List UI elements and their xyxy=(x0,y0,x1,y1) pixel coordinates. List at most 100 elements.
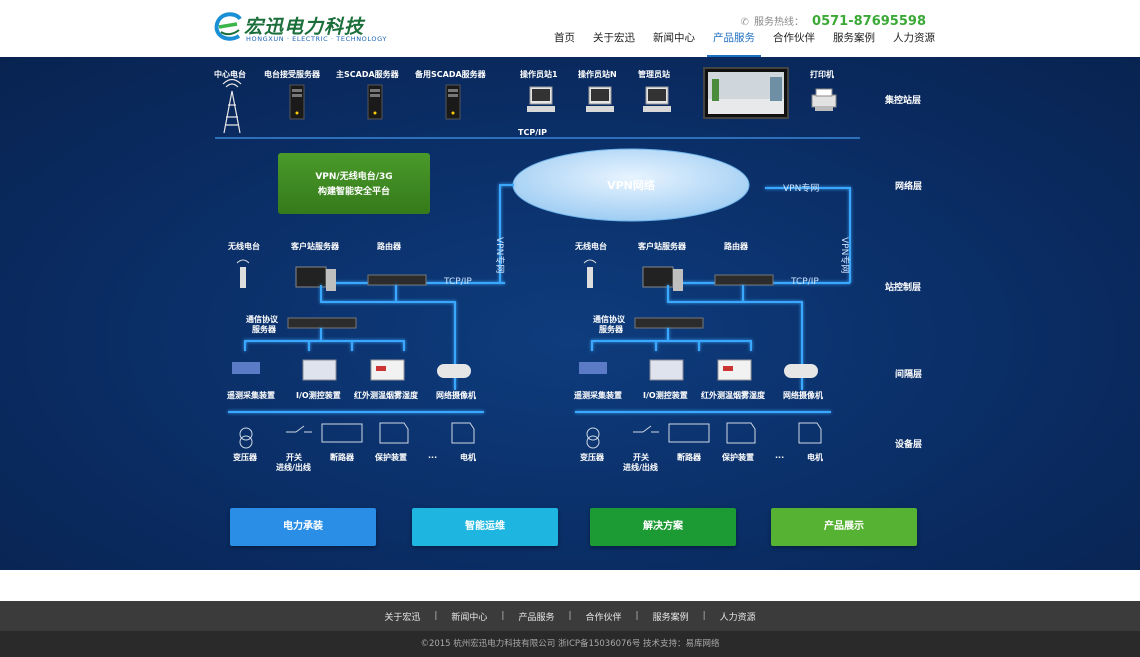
label-printer: 打印机 xyxy=(810,69,834,79)
label-protocol-server-2: 服务器 xyxy=(252,324,277,334)
label-station-tcpip: TCP/IP xyxy=(443,277,472,287)
label-breaker: 断路器 xyxy=(677,452,702,462)
platform-line2: 构建智能安全平台 xyxy=(318,185,390,197)
vpn-label-right: VPN专网 xyxy=(783,182,819,194)
nav-item-products[interactable]: 产品服务 xyxy=(707,30,761,57)
label-protocol-server-2: 服务器 xyxy=(599,324,624,334)
label-protocol-server-1: 通信协议 xyxy=(246,314,279,324)
control-room-photo xyxy=(703,67,789,119)
bay-devices xyxy=(579,359,818,381)
label-protection: 保护装置 xyxy=(721,452,754,462)
vpn-label-right-vertical: VPN专网 xyxy=(839,237,851,273)
label-client-server: 客户站服务器 xyxy=(290,241,340,251)
label-motor: 电机 xyxy=(460,452,476,462)
label-infrared: 红外测温烟雾湿度 xyxy=(701,390,766,400)
label-operator-n: 操作员站N xyxy=(578,69,617,79)
label-backup-scada: 备用SCADA服务器 xyxy=(414,69,487,79)
label-radio-server: 电台接受服务器 xyxy=(264,69,321,79)
footer-link-news[interactable]: 新闻中心 xyxy=(451,612,488,623)
platform-box xyxy=(278,153,430,214)
server-icon xyxy=(367,84,383,120)
workstation-icon xyxy=(586,86,614,112)
footer-link-hr[interactable]: 人力资源 xyxy=(719,612,756,623)
radio-tower-icon xyxy=(222,78,242,134)
nav-item-about[interactable]: 关于宏迅 xyxy=(593,32,635,44)
label-ellipsis: ··· xyxy=(428,453,437,462)
label-telemetry: 遥测采集装置 xyxy=(574,390,622,400)
label-top-tcpip: TCP/IP xyxy=(518,128,547,137)
label-protection: 保护装置 xyxy=(374,452,407,462)
layer-label-bay: 间隔层 xyxy=(895,368,922,380)
label-client-server: 客户站服务器 xyxy=(637,241,687,251)
nav-item-hr[interactable]: 人力资源 xyxy=(893,32,935,44)
label-central-radio: 中心电台 xyxy=(214,69,246,79)
label-router: 路由器 xyxy=(724,241,749,251)
power-install-button[interactable]: 电力承装 xyxy=(230,508,376,546)
label-ellipsis: ··· xyxy=(775,453,784,462)
printer-icon xyxy=(811,88,837,111)
footer-link-products[interactable]: 产品服务 xyxy=(518,612,555,623)
layer-label-device: 设备层 xyxy=(895,438,922,450)
hotline-number: 0571-87695598 xyxy=(812,14,926,29)
label-switch-gear: 开关 xyxy=(633,452,649,462)
nav-item-news[interactable]: 新闻中心 xyxy=(653,32,695,44)
label-infrared: 红外测温烟雾湿度 xyxy=(354,390,419,400)
vpn-label-left-vertical: VPN专网 xyxy=(494,237,506,273)
platform-line1: VPN/无线电台/3G xyxy=(315,170,392,182)
label-io-control: I/O测控装置 xyxy=(296,390,341,400)
label-io-control: I/O测控装置 xyxy=(643,390,688,400)
logo-subtitle: HONGXUN · ELECTRIC · TECHNOLOGY xyxy=(246,35,387,43)
label-main-scada: 主SCADA服务器 xyxy=(336,69,400,79)
antenna-icon xyxy=(583,259,597,288)
equipment-icons xyxy=(586,422,822,449)
hotline: ✆ 服务热线： 0571-87695598 xyxy=(740,10,926,29)
label-wireless-radio: 无线电台 xyxy=(227,241,260,251)
station-right: 无线电台 客户站服务器 路由器 TCP/IP 通信协议 服务器 xyxy=(574,241,831,472)
label-switch-gear: 开关 xyxy=(286,452,302,462)
antenna-icon xyxy=(236,259,250,288)
main-nav: 首页 关于宏迅 新闻中心 产品服务 合作伙伴 服务案例 人力资源 xyxy=(548,30,947,57)
label-router: 路由器 xyxy=(377,241,402,251)
router-icon xyxy=(367,274,427,286)
nav-item-cases[interactable]: 服务案例 xyxy=(833,32,875,44)
logo-e-mark-icon xyxy=(214,12,242,41)
layer-label-network: 网络层 xyxy=(895,180,922,192)
label-protocol-server-1: 通信协议 xyxy=(593,314,626,324)
banner: 集控站层 网络层 站控制层 间隔层 设备层 中心电台 电台接受服务器 主SCAD… xyxy=(0,57,1140,570)
workstation-icon xyxy=(527,86,555,112)
footer-separator: | xyxy=(434,611,438,621)
footer-nav: 关于宏迅 | 新闻中心 | 产品服务 | 合作伙伴 | 服务案例 | 人力资源 xyxy=(0,601,1140,631)
label-switch-sub: 进线/出线 xyxy=(276,462,311,472)
system-architecture-diagram: 集控站层 网络层 站控制层 间隔层 设备层 中心电台 电台接受服务器 主SCAD… xyxy=(214,67,922,472)
label-admin-station: 管理员站 xyxy=(638,69,670,79)
label-network-camera: 网络摄像机 xyxy=(436,390,476,400)
product-showcase-button[interactable]: 产品展示 xyxy=(771,508,917,546)
label-wireless-radio: 无线电台 xyxy=(574,241,607,251)
logo[interactable]: 宏迅电力科技 HONGXUN · ELECTRIC · TECHNOLOGY xyxy=(212,10,386,46)
footer-link-partners[interactable]: 合作伙伴 xyxy=(585,612,622,623)
cloud-label: VPN网络 xyxy=(607,178,655,192)
label-switch-sub: 进线/出线 xyxy=(623,462,658,472)
footer-separator: | xyxy=(501,611,505,621)
nav-item-home[interactable]: 首页 xyxy=(554,32,575,44)
workstation-icon xyxy=(643,86,671,112)
phone-icon: ✆ xyxy=(740,17,749,28)
footer-separator: | xyxy=(702,611,706,621)
equipment-icons xyxy=(239,422,475,449)
label-telemetry: 遥测采集装置 xyxy=(227,390,275,400)
footer-link-cases[interactable]: 服务案例 xyxy=(652,612,689,623)
logo-name: 宏迅电力科技 xyxy=(244,16,365,38)
label-station-tcpip: TCP/IP xyxy=(790,277,819,287)
solutions-button[interactable]: 解决方案 xyxy=(590,508,736,546)
switch-icon xyxy=(634,317,704,329)
smart-maintenance-button[interactable]: 智能运维 xyxy=(412,508,558,546)
site-header: 宏迅电力科技 HONGXUN · ELECTRIC · TECHNOLOGY ✆… xyxy=(0,0,1140,57)
nav-item-partners[interactable]: 合作伙伴 xyxy=(773,32,815,44)
footer-separator: | xyxy=(635,611,639,621)
label-motor: 电机 xyxy=(807,452,823,462)
footer-copyright: ©2015 杭州宏迅电力科技有限公司 浙ICP备15036076号 技术支持：易… xyxy=(0,631,1140,657)
footer-link-about[interactable]: 关于宏迅 xyxy=(384,612,421,623)
label-transformer: 变压器 xyxy=(233,452,258,462)
router-icon xyxy=(714,274,774,286)
